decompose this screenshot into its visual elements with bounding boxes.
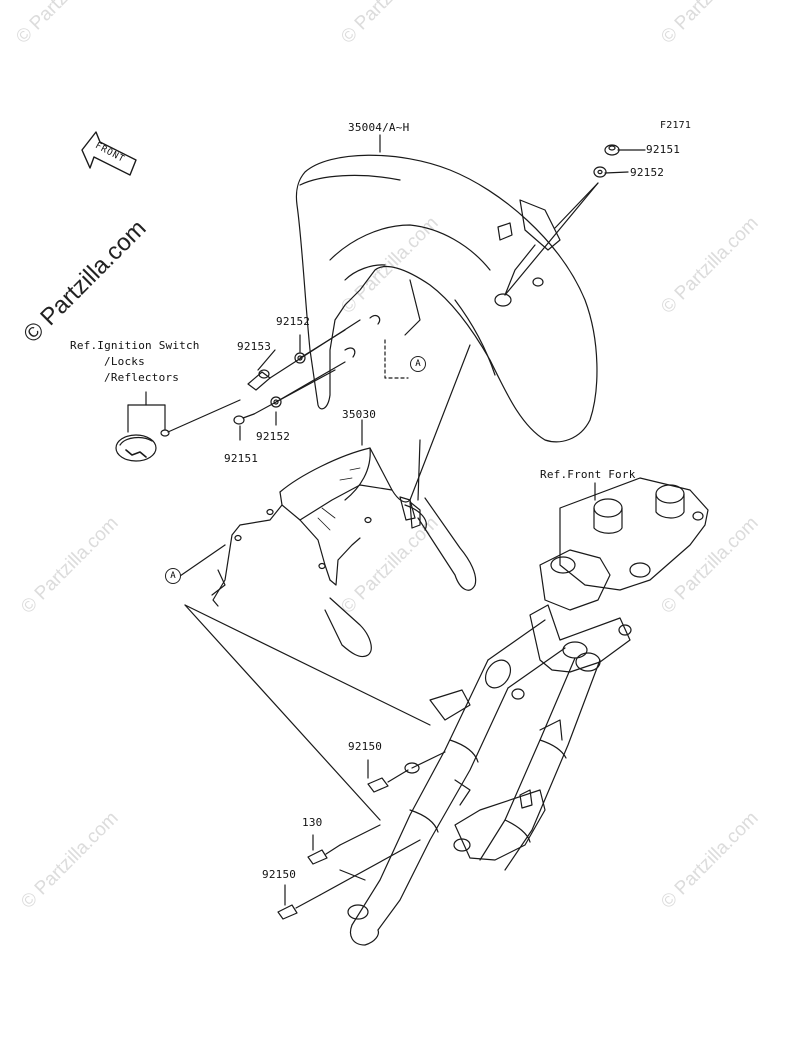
label-front-fender: 35004/A~H — [348, 121, 410, 134]
collar-92153 — [247, 369, 271, 391]
label-washer-mid: 92152 — [276, 315, 311, 328]
bolt-92151-top — [604, 144, 620, 156]
washer-92152-low — [270, 396, 282, 408]
bolt-92151-low — [233, 413, 255, 425]
bolt-92150-lower — [277, 894, 321, 920]
figure-code: F2171 — [660, 120, 692, 131]
bracket-35030-part — [211, 447, 477, 658]
front-fender-part — [295, 154, 598, 443]
label-fork-bolt-130: 130 — [302, 816, 323, 829]
label-bolt-top: 92151 — [646, 143, 681, 156]
ref-ignition-line3: /Reflectors — [104, 371, 180, 384]
washer-92152-top — [593, 166, 607, 178]
reflector-part — [115, 429, 170, 462]
ref-ignition-line2: /Locks — [104, 355, 145, 368]
label-fork-bolt-upper: 92150 — [348, 740, 383, 753]
ref-front-fork: Ref.Front Fork — [540, 468, 636, 481]
callout-a-fender: A — [410, 356, 426, 372]
label-collar: 92153 — [237, 340, 272, 353]
label-bracket: 35030 — [342, 408, 377, 421]
bolt-92150-upper — [367, 762, 420, 793]
label-washer-top: 92152 — [630, 166, 665, 179]
label-bolt-low: 92151 — [224, 452, 259, 465]
callout-a-bracket: A — [165, 568, 181, 584]
front-fork-part — [339, 477, 709, 946]
label-washer-low: 92152 — [256, 430, 291, 443]
bolt-130 — [307, 844, 341, 865]
ref-ignition-line1: Ref.Ignition Switch — [70, 339, 200, 352]
front-arrow-icon — [81, 131, 137, 176]
label-fork-bolt-lower: 92150 — [262, 868, 297, 881]
